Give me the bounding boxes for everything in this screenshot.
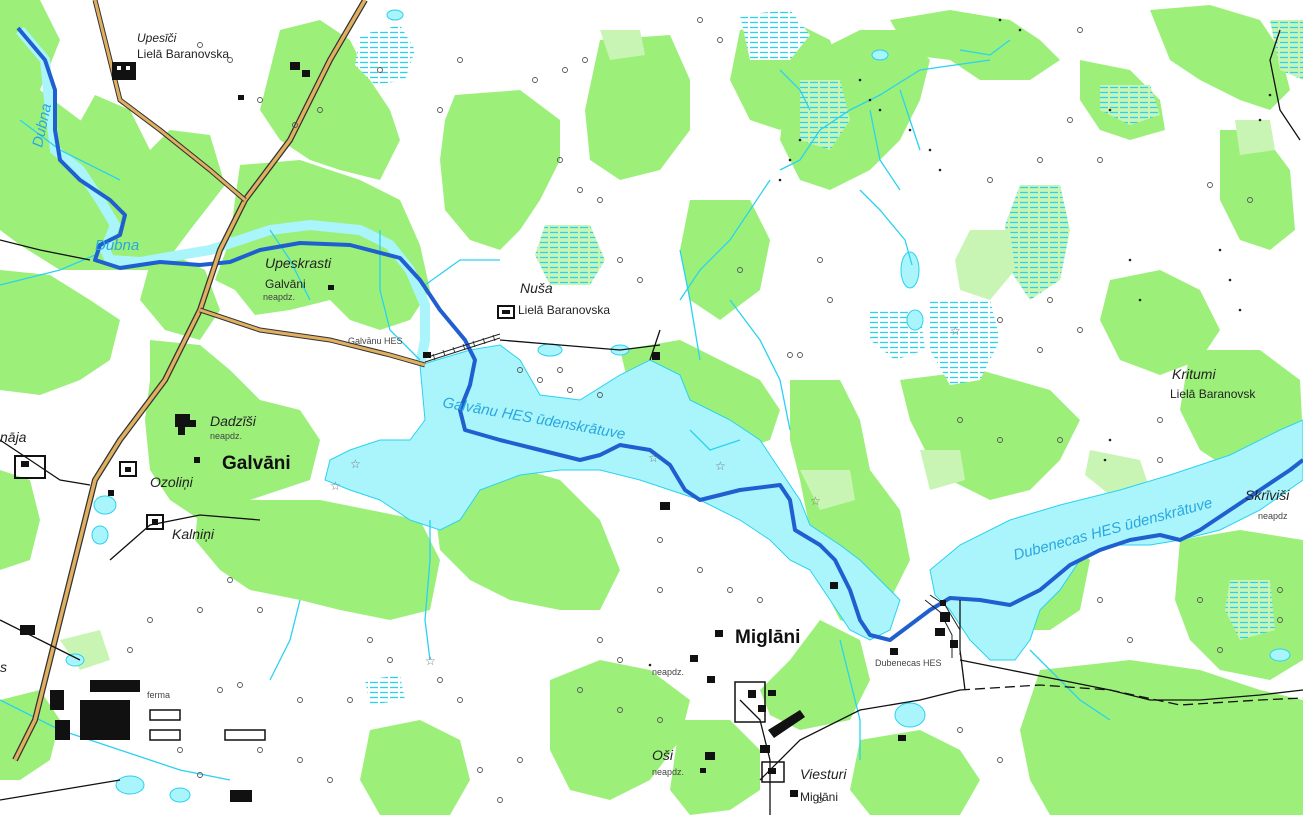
point-symbols	[648, 18, 1272, 667]
bush-symbols: ☆ ☆ ☆ ☆ ☆ ☆ ☆	[330, 324, 961, 668]
svg-text:☆: ☆	[715, 459, 726, 473]
svg-text:☆: ☆	[425, 654, 436, 668]
buildings	[14, 62, 958, 802]
label-kalnini: Kalniņi	[172, 526, 215, 542]
label-dadzisi: Dadzīši	[210, 413, 257, 429]
label-neapdz-2: neapdz.	[210, 431, 242, 441]
label-neapdz-1: neapdz.	[263, 292, 295, 302]
label-osi: Oši	[652, 747, 674, 763]
label-liela-baranovska-3: Lielā Baranovsk	[1170, 387, 1256, 401]
label-neapdz-5: neapdz.	[652, 767, 684, 777]
label-upeskrasti: Upeskrasti	[265, 255, 332, 271]
svg-text:☆: ☆	[648, 451, 659, 465]
label-viesturi: Viesturi	[800, 766, 847, 782]
label-upesnici: Upesīči	[137, 31, 177, 45]
label-s: s	[0, 659, 7, 675]
roads	[12, 0, 426, 762]
label-galvani-big: Galvāni	[222, 453, 291, 474]
dams	[424, 333, 961, 658]
label-miglani-small: Miglāni	[800, 790, 838, 804]
label-dubenecas-hes: Dubenecas HES	[875, 658, 942, 668]
label-galvanu-hes: Galvānu HES	[348, 336, 403, 346]
svg-text:☆: ☆	[810, 494, 821, 508]
paths	[0, 29, 1303, 815]
label-kritumi: Kritumi	[1172, 366, 1216, 382]
wetland-areas	[60, 10, 1303, 705]
streams	[0, 39, 1111, 781]
label-ozolini: Ozoliņi	[150, 474, 194, 490]
road-dashed-east	[959, 684, 1303, 706]
svg-text:☆: ☆	[950, 324, 961, 338]
dubna-river	[16, 26, 1303, 642]
tree-symbols	[127, 17, 1283, 803]
label-liela-baranovska-1: Lielā Baranovska	[137, 47, 229, 61]
label-galvani-small: Galvāni	[265, 277, 306, 291]
svg-text:☆: ☆	[330, 479, 341, 493]
label-neapdz-4: neapdz.	[652, 667, 684, 677]
label-liela-baranovska-2: Lielā Baranovska	[518, 303, 610, 317]
svg-text:☆: ☆	[350, 457, 361, 471]
label-skrivisi: Skrīviši	[1245, 487, 1290, 503]
label-neapdz-3: neapdz	[1258, 511, 1288, 521]
label-ferma: ferma	[147, 690, 170, 700]
label-nusa: Nuša	[520, 280, 553, 296]
label-dubna-2: Dubna	[95, 237, 139, 254]
label-naja: nāja	[0, 429, 27, 445]
label-miglani-big: Miglāni	[735, 627, 800, 648]
